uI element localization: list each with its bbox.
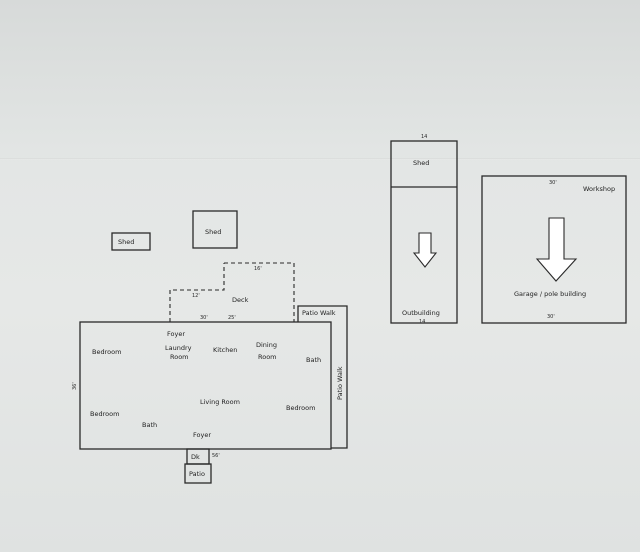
small-shed-outline	[111, 232, 151, 251]
laundry-label-line1: Laundry	[165, 344, 192, 352]
foyer-top-label: Foyer	[167, 330, 185, 338]
workshop-label: Workshop	[583, 185, 615, 193]
laundry-label-line2: Room	[170, 353, 189, 361]
living-room-label: Living Room	[200, 398, 240, 406]
deck-mid-dimension: 30'	[200, 315, 208, 321]
bath-bottom-label: Bath	[142, 421, 157, 429]
square-shed-label: Shed	[205, 228, 221, 236]
garage-label: Garage / pole building	[514, 290, 586, 298]
patio-label: Patio	[189, 470, 205, 478]
bedroom-top-left-label: Bedroom	[92, 348, 121, 356]
patio-walk-outline	[297, 305, 348, 449]
bath-right-label: Bath	[306, 356, 321, 364]
workshop-bottom-dimension: 30'	[547, 314, 555, 320]
deck-outline	[169, 262, 295, 322]
dk-right-dimension: 56'	[212, 453, 220, 459]
outbuilding-bottom-dimension: 14	[419, 319, 425, 325]
bedroom-bottom-left-label: Bedroom	[90, 410, 119, 418]
patio-outline	[184, 463, 212, 484]
deck-mid2-dimension: 25'	[228, 315, 236, 321]
dining-label-line1: Dining	[256, 341, 277, 349]
house-left-dimension: 36'	[72, 382, 78, 390]
bedroom-right-label: Bedroom	[286, 404, 315, 412]
outbuilding-outline	[390, 140, 458, 324]
paper-fold	[0, 158, 640, 160]
house-outline	[79, 321, 332, 450]
outbuilding-top-dimension: 14	[421, 134, 427, 140]
dk-label: Dk	[191, 453, 200, 461]
deck-inner-dimension: 12'	[192, 293, 200, 299]
foyer-bottom-label: Foyer	[193, 431, 211, 439]
deck-label: Deck	[232, 296, 249, 304]
dining-label-line2: Room	[258, 353, 277, 361]
outbuilding-shed-label: Shed	[413, 159, 429, 167]
square-shed-outline	[192, 210, 238, 249]
small-shed-label: Shed	[118, 238, 134, 246]
patio-walk-side-label: Patio Walk	[336, 366, 344, 400]
workshop-outline	[481, 175, 627, 324]
outbuilding-label: Outbuilding	[402, 309, 440, 317]
outbuilding-arrow	[412, 232, 438, 268]
patio-walk-top-label: Patio Walk	[302, 309, 336, 317]
garage-arrow	[535, 217, 578, 282]
deck-top-dimension: 16'	[254, 266, 262, 272]
workshop-top-dimension: 30'	[549, 180, 557, 186]
kitchen-label: Kitchen	[213, 346, 237, 354]
